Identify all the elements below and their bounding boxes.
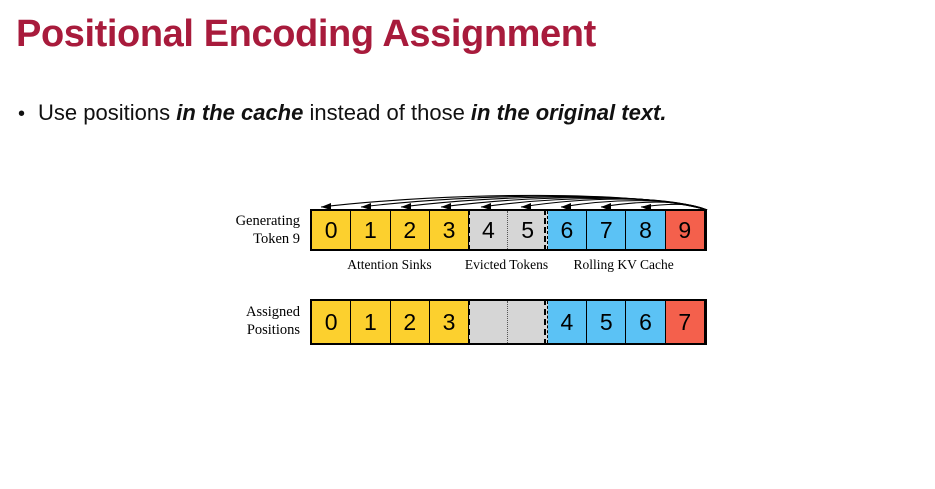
token-cell-4[interactable]: 4 xyxy=(469,211,509,249)
token-cell-5[interactable]: 5 xyxy=(508,211,548,249)
row-label-generating-line2: Token 9 xyxy=(253,231,300,248)
bullet-text-part3: . xyxy=(660,100,667,125)
group-label-evicted-tokens: Evicted Tokens xyxy=(464,257,549,272)
position-cell-evicted-1[interactable] xyxy=(469,301,509,343)
token-cell-7[interactable]: 7 xyxy=(587,211,627,249)
position-cell-7[interactable]: 7 xyxy=(665,301,705,343)
row-label-generating-line1: Generating xyxy=(235,213,300,229)
bullet-item: • Use positions in the cache instead of … xyxy=(18,100,667,126)
group-label-row: Attention Sinks Evicted Tokens Rolling K… xyxy=(310,257,707,275)
bullet-marker-icon: • xyxy=(18,103,26,125)
token-cell-1[interactable]: 1 xyxy=(351,211,391,249)
token-strip-assigned: 0 1 2 3 4 5 6 7 xyxy=(310,298,707,346)
token-cell-0[interactable]: 0 xyxy=(312,211,352,249)
position-cell-4[interactable]: 4 xyxy=(547,301,588,343)
bullet-text: Use positions in the cache instead of th… xyxy=(38,100,667,126)
token-cell-9[interactable]: 9 xyxy=(665,211,705,249)
position-cell-3[interactable]: 3 xyxy=(429,301,470,343)
row-label-assigned-positions: Assigned Positions xyxy=(190,303,300,339)
row-label-assigned-line2: Positions xyxy=(246,322,300,339)
attention-arcs-group xyxy=(320,194,708,211)
position-cell-evicted-2[interactable] xyxy=(508,301,548,343)
bullet-emphasis-original-text: in the original text xyxy=(470,100,661,125)
token-cell-8[interactable]: 8 xyxy=(626,211,666,249)
group-label-attention-sinks: Attention Sinks xyxy=(347,257,432,272)
page-title: Positional Encoding Assignment xyxy=(16,13,596,55)
token-cell-2[interactable]: 2 xyxy=(390,211,430,249)
bullet-text-part2: instead of those xyxy=(303,100,471,125)
row-label-generating-token: Generating Token 9 xyxy=(190,212,300,248)
position-cell-6[interactable]: 6 xyxy=(626,301,666,343)
row-label-assigned-line1: Assigned xyxy=(246,304,300,320)
group-label-rolling-kv-cache: Rolling KV Cache xyxy=(573,257,674,272)
position-cell-5[interactable]: 5 xyxy=(587,301,627,343)
token-cell-6[interactable]: 6 xyxy=(547,211,588,249)
bullet-emphasis-cache: in the cache xyxy=(176,100,304,125)
token-cell-3[interactable]: 3 xyxy=(429,211,470,249)
attention-arc-to-1 xyxy=(360,195,708,211)
position-cell-2[interactable]: 2 xyxy=(390,301,430,343)
position-cell-1[interactable]: 1 xyxy=(351,301,391,343)
bullet-text-part1: Use positions xyxy=(38,100,177,125)
position-cell-0[interactable]: 0 xyxy=(312,301,352,343)
token-strip-generating: 0 1 2 3 4 5 6 7 8 9 xyxy=(310,208,707,252)
